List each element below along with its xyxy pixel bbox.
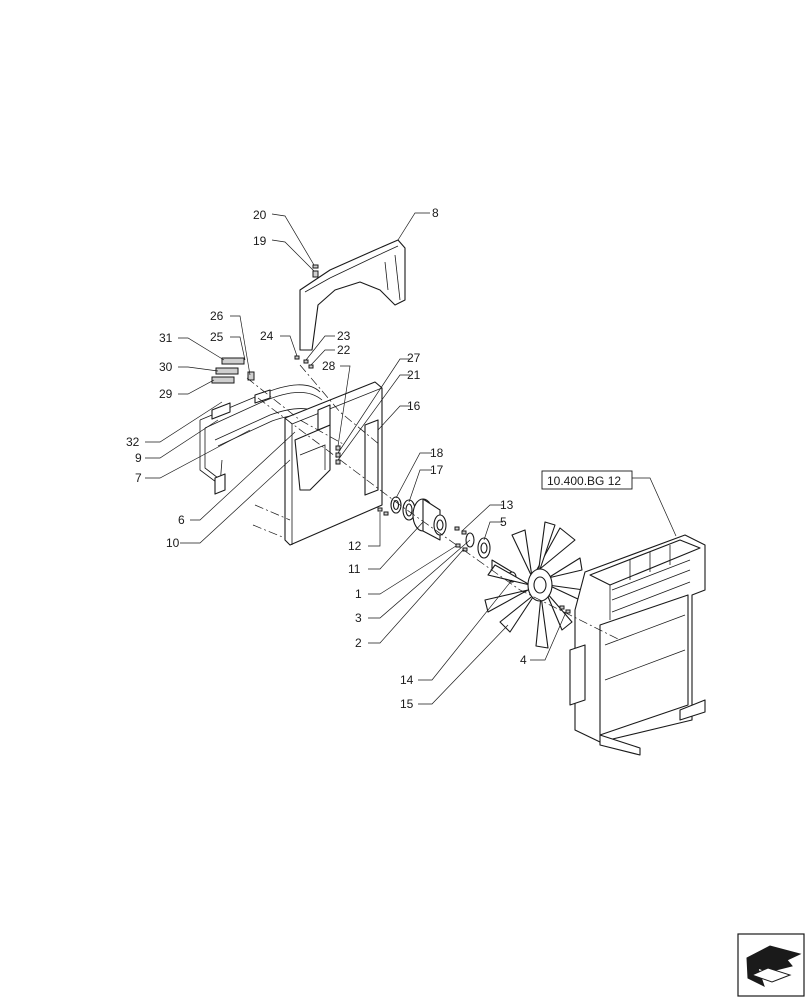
callout-11: 11	[348, 562, 361, 576]
fastener-set-4	[559, 605, 571, 614]
callout-8: 8	[432, 206, 439, 220]
callout-10: 10	[166, 536, 180, 550]
fastener-set-22-24	[294, 355, 314, 369]
callout-1: 1	[355, 587, 362, 601]
fan-shroud	[284, 381, 383, 546]
callout-22: 22	[337, 343, 351, 357]
callout-13: 13	[500, 498, 514, 512]
callout-12: 12	[348, 539, 362, 553]
callout-5: 5	[500, 515, 507, 529]
callout-26: 26	[210, 309, 224, 323]
bolt-19	[312, 270, 319, 278]
next-page-arrow-icon[interactable]	[737, 933, 805, 997]
callout-24: 24	[260, 329, 274, 343]
spacer-5	[477, 537, 491, 559]
cooling-fan	[484, 521, 585, 649]
fan-hub-extension	[412, 498, 447, 541]
callout-31: 31	[159, 331, 173, 345]
reference-callout[interactable]: 10.400.BG 12	[541, 470, 633, 490]
callout-32: 32	[126, 435, 140, 449]
callout-7: 7	[135, 471, 142, 485]
callout-20: 20	[253, 208, 267, 222]
assembly-axes	[246, 364, 621, 641]
callout-4: 4	[520, 653, 527, 667]
callout-27: 27	[407, 351, 421, 365]
callout-14: 14	[400, 673, 414, 687]
callout-18: 18	[430, 446, 444, 460]
callout-21: 21	[407, 368, 421, 382]
radiator-cooler-package	[569, 534, 706, 756]
callout-6: 6	[178, 513, 185, 527]
callout-19: 19	[253, 234, 267, 248]
callout-17: 17	[430, 463, 444, 477]
callout-30: 30	[159, 360, 173, 374]
callout-28: 28	[322, 359, 336, 373]
fastener-set-21-27	[335, 445, 341, 465]
callout-16: 16	[407, 399, 421, 413]
callout-labels: 20 19 8 26 24 23 22 31 25 30 29 32 9 7 2…	[126, 206, 527, 711]
callout-29: 29	[159, 387, 173, 401]
callout-23: 23	[337, 329, 351, 343]
callout-25: 25	[210, 330, 224, 344]
seal-17	[402, 499, 416, 521]
callout-15: 15	[400, 697, 414, 711]
small-bolts-12	[377, 507, 389, 516]
reference-label: 10.400.BG 12	[547, 474, 621, 488]
upper-shroud-cover	[299, 239, 406, 351]
callout-3: 3	[355, 611, 362, 625]
washer-20	[312, 264, 319, 269]
reference-box[interactable]	[541, 470, 633, 490]
callout-2: 2	[355, 636, 362, 650]
leader-lines	[145, 212, 677, 705]
callout-9: 9	[135, 451, 142, 465]
